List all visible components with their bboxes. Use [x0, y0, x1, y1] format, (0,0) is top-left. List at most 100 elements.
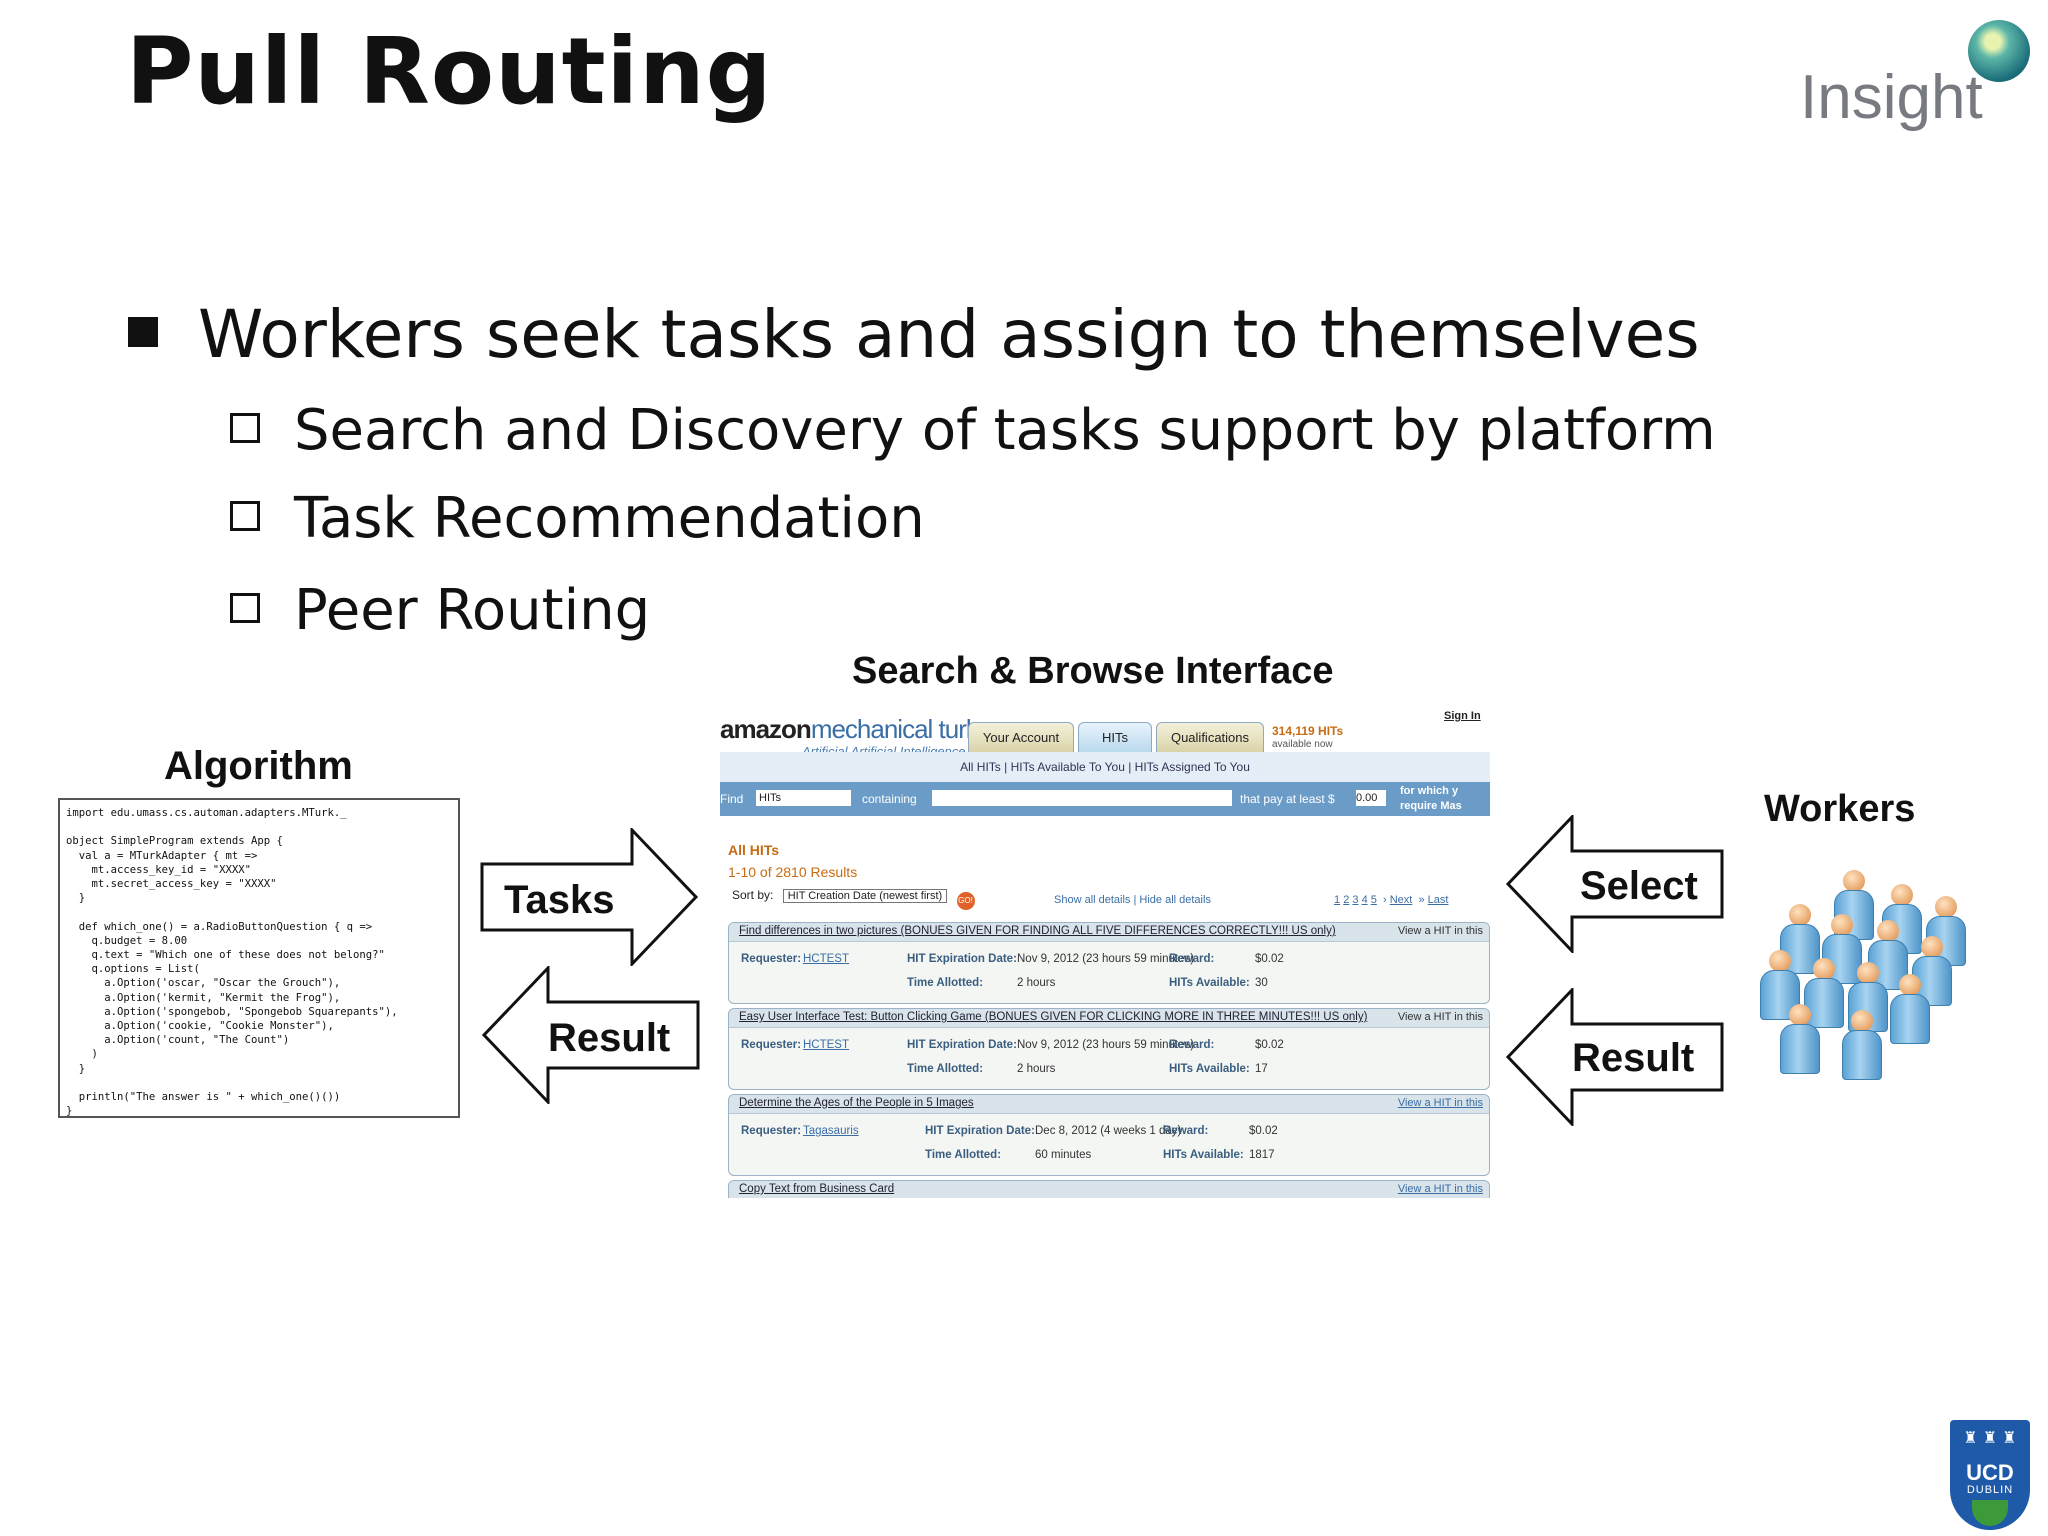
result-right-arrow-label: Result	[1572, 1036, 1695, 1080]
page-link[interactable]: 4	[1361, 894, 1368, 906]
hollow-square-bullet-icon	[230, 413, 260, 443]
allotted-label: Time Allotted:	[907, 977, 984, 989]
sort-label: Sort by:	[732, 888, 774, 902]
requester-label: Requester:	[741, 1039, 802, 1051]
sub-bullet: Task Recommendation	[230, 486, 925, 551]
sort-control: Sort by: HIT Creation Date (newest first…	[732, 888, 975, 910]
hit-title[interactable]: Find differences in two pictures (BONUES…	[739, 925, 1336, 937]
expiration-value: Nov 9, 2012 (23 hours 59 minutes)	[1017, 953, 1195, 965]
square-bullet-icon	[128, 317, 158, 347]
select-arrow-icon	[1505, 815, 1724, 953]
main-bullet-text: Workers seek tasks and assign to themsel…	[198, 296, 1700, 373]
search-browse-caption: Search & Browse Interface	[852, 650, 1334, 692]
expiration-label: HIT Expiration Date:	[907, 953, 1017, 965]
search-options: for which y require Mas	[1400, 784, 1462, 814]
view-hit-link[interactable]: View a HIT in this	[1397, 1097, 1483, 1109]
result-left-arrow-label: Result	[548, 1016, 671, 1060]
requester-link[interactable]: HCTEST	[803, 953, 849, 965]
worker-figure	[1842, 1010, 1882, 1080]
next-link[interactable]: Next	[1389, 894, 1413, 906]
hits-subnav[interactable]: All HITs | HITs Available To You | HITs …	[720, 752, 1490, 782]
hits-count-value: 314,119 HITs	[1272, 724, 1344, 738]
show-hide-details[interactable]: Show all details | Hide all details	[1054, 894, 1211, 906]
requester-link[interactable]: HCTEST	[803, 1039, 849, 1051]
hit-title[interactable]: Copy Text from Business Card	[739, 1183, 895, 1195]
hit-card: Easy User Interface Test: Button Clickin…	[728, 1008, 1490, 1090]
hit-card: Copy Text from Business Card View a HIT …	[728, 1180, 1490, 1198]
allotted-label: Time Allotted:	[925, 1149, 1002, 1161]
main-bullet: Workers seek tasks and assign to themsel…	[128, 296, 1700, 373]
pagination: 1 2 3 4 5 › Next » Last	[1334, 894, 1449, 906]
ucd-name: UCD	[1966, 1460, 2014, 1485]
sub-bullet-text: Peer Routing	[294, 578, 651, 643]
containing-label: containing	[862, 792, 917, 806]
sub-bullet: Peer Routing	[230, 578, 650, 643]
find-select[interactable]: HITs	[756, 790, 851, 806]
page-link[interactable]: 3	[1352, 894, 1359, 906]
ucd-city: DUBLIN	[1966, 1484, 2014, 1496]
pay-input[interactable]: 0.00	[1356, 790, 1386, 806]
expiration-value: Nov 9, 2012 (23 hours 59 minutes)	[1017, 1039, 1195, 1051]
algorithm-caption: Algorithm	[164, 744, 353, 788]
search-input[interactable]	[932, 790, 1232, 806]
search-bar: Find HITs containing that pay at least $…	[720, 782, 1490, 816]
results-count: 1-10 of 2810 Results	[728, 864, 858, 880]
workers-crowd-icon	[1750, 870, 1980, 1100]
last-link[interactable]: Last	[1427, 894, 1449, 906]
hit-header: Determine the Ages of the People in 5 Im…	[729, 1095, 1489, 1114]
available-value: 1817	[1249, 1149, 1275, 1161]
worker-figure	[1780, 1004, 1820, 1074]
mturk-interface: amazonmechanical turk Artificial Artific…	[720, 704, 1490, 1198]
requester-label: Requester:	[741, 953, 802, 965]
hit-title[interactable]: Easy User Interface Test: Button Clickin…	[739, 1011, 1368, 1023]
logo-amazon-text: amazon	[720, 714, 812, 744]
all-hits-heading: All HITs	[728, 842, 780, 858]
page-link[interactable]: 1	[1334, 894, 1341, 906]
pay-label: that pay at least $	[1240, 792, 1335, 806]
worker-figure	[1804, 958, 1844, 1028]
hits-count-sub: available now	[1272, 739, 1333, 750]
sub-bullet: Search and Discovery of tasks support by…	[230, 398, 1716, 463]
reward-value: $0.02	[1255, 1039, 1284, 1051]
allotted-value: 2 hours	[1017, 1063, 1056, 1075]
allotted-label: Time Allotted:	[907, 1063, 984, 1075]
requester-link[interactable]: Tagasauris	[803, 1125, 859, 1137]
page-link[interactable]: 2	[1343, 894, 1350, 906]
tasks-arrow-icon	[480, 828, 699, 966]
hit-header: Find differences in two pictures (BONUES…	[729, 923, 1489, 942]
available-value: 17	[1255, 1063, 1268, 1075]
hollow-square-bullet-icon	[230, 593, 260, 623]
view-hit-link[interactable]: View a HIT in this	[1397, 1183, 1483, 1195]
tab-your-account[interactable]: Your Account	[968, 722, 1074, 753]
find-label: Find	[720, 792, 744, 806]
go-button[interactable]: GO!	[956, 892, 975, 910]
tab-hits[interactable]: HITs	[1078, 722, 1152, 753]
available-label: HITs Available:	[1169, 977, 1250, 989]
sign-in-link[interactable]: Sign In	[1444, 710, 1481, 722]
hollow-square-bullet-icon	[230, 501, 260, 531]
tab-qualifications[interactable]: Qualifications	[1156, 722, 1264, 753]
sort-select[interactable]: HIT Creation Date (newest first)	[782, 889, 948, 903]
mturk-logo: amazonmechanical turk	[720, 714, 979, 745]
hit-card: Determine the Ages of the People in 5 Im…	[728, 1094, 1490, 1176]
result-left-arrow-icon	[481, 966, 700, 1104]
view-hit-link[interactable]: View a HIT in this	[1397, 925, 1483, 937]
ucd-crest-logo: ♜ ♜ ♜ UCD DUBLIN	[1950, 1420, 2030, 1530]
insight-logo-text: Insight	[1800, 63, 1983, 132]
sub-bullet-text: Search and Discovery of tasks support by…	[294, 398, 1716, 463]
result-right-arrow-icon	[1505, 988, 1724, 1126]
qualified-checkbox-label[interactable]: for which y	[1400, 785, 1459, 797]
hit-header: Easy User Interface Test: Button Clickin…	[729, 1009, 1489, 1028]
reward-label: Reward:	[1169, 1039, 1215, 1051]
masters-checkbox-label[interactable]: require Mas	[1400, 800, 1462, 812]
reward-value: $0.02	[1255, 953, 1284, 965]
hit-title[interactable]: Determine the Ages of the People in 5 Im…	[739, 1097, 974, 1109]
view-hit-link[interactable]: View a HIT in this	[1397, 1011, 1483, 1023]
hit-header: Copy Text from Business Card View a HIT …	[729, 1181, 1489, 1198]
allotted-value: 2 hours	[1017, 977, 1056, 989]
available-label: HITs Available:	[1169, 1063, 1250, 1075]
available-value: 30	[1255, 977, 1268, 989]
castles-icon: ♜ ♜ ♜	[1963, 1428, 2017, 1447]
page-link[interactable]: 5	[1370, 894, 1377, 906]
